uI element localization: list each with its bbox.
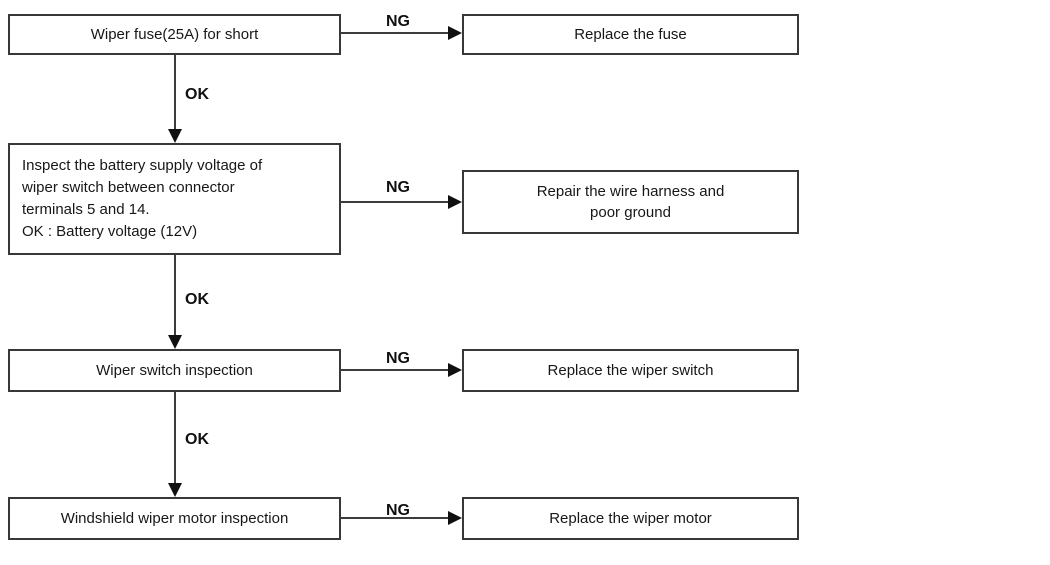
arrow-right-icon <box>448 363 462 377</box>
ng-label-3: NG <box>386 350 410 367</box>
arrow-down-icon <box>168 483 182 497</box>
action-box-replace-fuse: Replace the fuse <box>462 14 799 55</box>
action-box-replace-wiper-motor: Replace the wiper motor <box>462 497 799 540</box>
ok-connector-line-2 <box>174 255 176 337</box>
ng-connector-line-4 <box>341 517 450 519</box>
ng-connector-line-2 <box>341 201 450 203</box>
ng-label-4: NG <box>386 502 410 519</box>
action-box-repair-harness: Repair the wire harness and poor ground <box>462 170 799 234</box>
step-box-wiper-switch-inspection: Wiper switch inspection <box>8 349 341 392</box>
arrow-right-icon <box>448 26 462 40</box>
arrow-right-icon <box>448 195 462 209</box>
step-box-wiper-motor-inspection: Windshield wiper motor inspection <box>8 497 341 540</box>
ok-label-1: OK <box>185 86 209 103</box>
step-box-battery-voltage-check: Inspect the battery supply voltage of wi… <box>8 143 341 255</box>
arrow-down-icon <box>168 129 182 143</box>
ng-label-2: NG <box>386 179 410 196</box>
ok-connector-line-3 <box>174 392 176 485</box>
ng-connector-line-1 <box>341 32 450 34</box>
ok-label-3: OK <box>185 431 209 448</box>
action-box-replace-wiper-switch: Replace the wiper switch <box>462 349 799 392</box>
ok-label-2: OK <box>185 291 209 308</box>
step-box-wiper-fuse-check: Wiper fuse(25A) for short <box>8 14 341 55</box>
ok-connector-line-1 <box>174 55 176 131</box>
arrow-right-icon <box>448 511 462 525</box>
ng-connector-line-3 <box>341 369 450 371</box>
arrow-down-icon <box>168 335 182 349</box>
ng-label-1: NG <box>386 13 410 30</box>
